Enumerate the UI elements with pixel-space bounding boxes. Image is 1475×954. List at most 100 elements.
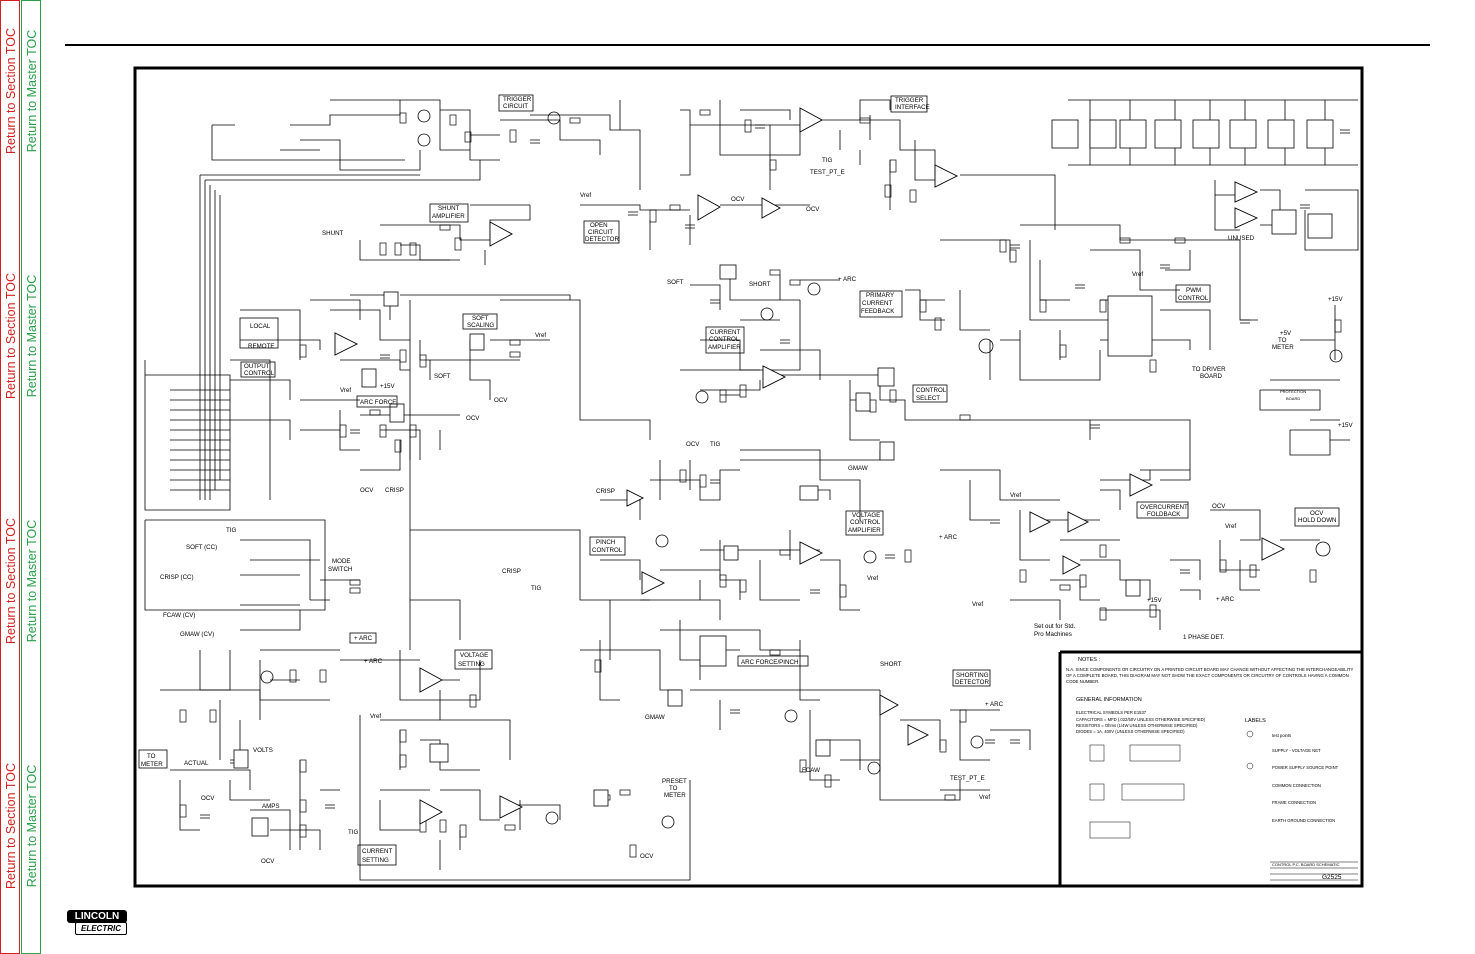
arc-plus-label-6: + ARC [354, 635, 373, 642]
pwm-control-label-1: PWM [1186, 287, 1201, 294]
to-meter-label-2: METER [141, 761, 163, 768]
voltage-setting-label-1: VOLTAGE [460, 652, 488, 659]
preset-to-meter-label-1: PRESET [662, 778, 687, 785]
shorting-detector-label-1: SHORTING [956, 672, 989, 679]
vref-label-3: Vref [1132, 271, 1143, 278]
crisp-label-1: CRISP [596, 488, 615, 495]
arc-plus-label-2: + ARC [939, 534, 958, 541]
notes-heading: NOTES : [1078, 657, 1100, 663]
vref-label-10: Vref [340, 387, 351, 394]
mode-soft-cc-label: SOFT (CC) [186, 544, 217, 551]
primary-current-feedback-label-2: CURRENT [862, 300, 892, 307]
trigger-interface-label-1: TRIGGER [895, 97, 924, 104]
signal-labels: LOCAL REMOTE SHUNT OCV OCV OCV OCV OCV O… [141, 157, 1353, 865]
logo-brand: LINCOLN [67, 910, 127, 923]
volts-label: VOLTS [253, 747, 273, 754]
set-out-label-2: Pro Machines [1034, 631, 1072, 638]
block-frames [138, 94, 1340, 866]
actual-label: ACTUAL [184, 760, 209, 767]
capacitors [200, 124, 1350, 819]
voltage-control-amplifier-label-1: VOLTAGE [852, 512, 880, 519]
tig-label-bottom: TIG [348, 829, 358, 836]
mode-crisp-cc-label: CRISP (CC) [160, 574, 194, 581]
shunt-amplifier-label-2: AMPLIFIER [432, 213, 465, 220]
ocv-label-bottom: OCV [360, 487, 374, 494]
arc-plus-label-3: + ARC [985, 701, 1004, 708]
ocv-label-top: OCV [731, 196, 745, 203]
current-control-amplifier-label-2: CONTROL [709, 336, 740, 343]
ocv-label-mid: OCV [686, 441, 700, 448]
arc-plus-label-1: + ARC [838, 276, 857, 283]
gmaw-label-1: GMAW [848, 465, 868, 472]
arc-force-pinch-label: ARC FORCE/PINCH [741, 659, 798, 666]
remote-label: REMOTE [248, 343, 274, 350]
ocv-label-hold: OCV [1212, 503, 1226, 510]
overcurrent-foldback-label-2: FOLDBACK [1147, 511, 1181, 518]
voltage-setting-label-2: SETTING [458, 661, 485, 668]
ocv-label-right: OCV [806, 206, 820, 213]
short-label: SHORT [749, 281, 771, 288]
fcaw-label: FCAW [802, 767, 820, 774]
notes-na-text: N.A. SINCE COMPONENTS OR CIRCUITRY ON A … [1066, 667, 1354, 684]
electrical-symbols-label: ELECTRICAL SYMBOLS PER E1537 [1076, 710, 1147, 715]
soft-scaling-label-2: SCALING [467, 322, 494, 329]
open-circuit-detector-label-1: OPEN [590, 222, 608, 229]
open-circuit-detector-label-2: CIRCUIT [588, 229, 613, 236]
legend-test-points: test points [1272, 733, 1291, 738]
mode-switch-label-1: MODE [332, 558, 351, 565]
plus15v-label-2: +15V [1338, 422, 1353, 429]
voltage-control-amplifier-label-3: AMPLIFIER [848, 527, 881, 534]
current-setting-label-1: CURRENT [362, 848, 392, 855]
shunt-amplifier-label-1: SHUNT [438, 205, 460, 212]
legend-frame: FRAME CONNECTION [1272, 800, 1316, 805]
amps-label: AMPS [262, 803, 280, 810]
tig-label-crisp: TIG [531, 585, 541, 592]
title-block [1089, 730, 1358, 881]
trigger-circuit-label-2: CIRCUIT [503, 103, 528, 110]
schematic-frame [133, 66, 1364, 888]
notes-panel: NOTES : N.A. SINCE COMPONENTS OR CIRCUIT… [1066, 657, 1354, 881]
to-driver-board-label-2: BOARD [1200, 373, 1223, 380]
op-amps [334, 107, 1286, 825]
protection-board-label-1: PROTECTION [1280, 389, 1306, 394]
vref-label-9: Vref [370, 713, 381, 720]
resistors-label: RESISTORS = Ohms (1/4W UNLESS OTHERWISE … [1076, 723, 1198, 728]
vref-label-7: Vref [972, 601, 983, 608]
to-label: TO [1278, 337, 1287, 344]
overcurrent-foldback-label-1: OVERCURRENT [1140, 504, 1188, 511]
vref-label-6: Vref [1225, 523, 1236, 530]
ocv-label-arc: OCV [466, 415, 480, 422]
mode-switch-label-2: SWITCH [328, 566, 352, 573]
to-meter-label-1: TO [147, 753, 156, 760]
shorting-detector-label-2: DETECTOR [955, 679, 989, 686]
ocv-hold-down-label-1: OCV [1310, 510, 1324, 517]
legend-common: COMMON CONNECTION [1272, 783, 1321, 788]
labels-heading: LABELS [1245, 718, 1266, 724]
current-control-amplifier-label-1: CURRENT [710, 329, 740, 336]
pinch-control-label-1: PINCH [596, 539, 615, 546]
ic-packages [233, 119, 1334, 837]
legend-supply: SUPPLY - VOLTAGE NET [1272, 748, 1321, 753]
vref-label-1: Vref [580, 192, 591, 199]
title-block-label: CONTROL P.C. BOARD SCHEMATIC [1272, 862, 1340, 867]
current-control-amplifier-label-3: AMPLIFIER [708, 344, 741, 351]
arc-force-label: ARC FORCE [360, 399, 396, 406]
mode-fcaw-cv-label: FCAW (CV) [163, 612, 195, 619]
logo-sub: ELECTRIC [75, 922, 127, 935]
control-select-label-2: SELECT [916, 395, 940, 402]
crisp-label-3: CRISP [385, 487, 404, 494]
control-select-label-1: CONTROL [916, 387, 947, 394]
ocv-label-preset: OCV [640, 853, 654, 860]
preset-to-meter-label-3: METER [664, 792, 686, 799]
output-control-label-1: OUTPUT [244, 363, 270, 370]
header-rule [65, 44, 1430, 46]
vref-label-4: Vref [867, 575, 878, 582]
pwm-control-label-2: CONTROL [1178, 295, 1209, 302]
vref-label-8: Vref [979, 794, 990, 801]
legend-earth: EARTH GROUND CONNECTION [1272, 818, 1335, 823]
test-pt-e-label-2: TEST_PT_E [950, 775, 985, 782]
preset-to-meter-label-2: TO [669, 785, 678, 792]
arc-plus-label-4: + ARC [364, 658, 383, 665]
plus15v-label-4: +15V [1147, 597, 1162, 604]
